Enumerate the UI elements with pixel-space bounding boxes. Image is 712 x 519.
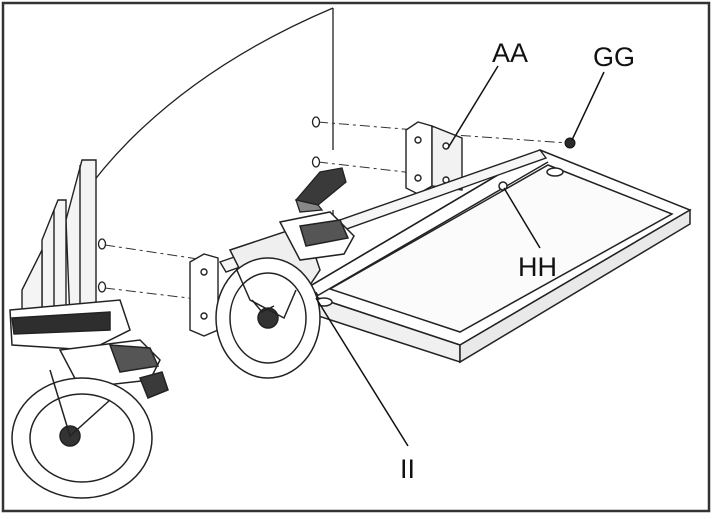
lower-bracket xyxy=(189,253,219,337)
bolt-gg xyxy=(564,137,576,149)
latch-pedal xyxy=(294,167,347,213)
caster-wheel-right xyxy=(215,211,355,379)
label-gg: GG xyxy=(593,42,636,72)
label-ii: II xyxy=(400,454,416,484)
tray xyxy=(298,149,692,364)
mounting-holes xyxy=(97,116,321,293)
caster-wheel-left xyxy=(9,299,169,499)
alignment-lines xyxy=(104,121,569,301)
leader-lines xyxy=(315,65,605,447)
label-aa: AA xyxy=(492,38,529,68)
upper-bracket xyxy=(405,121,463,195)
label-hh: HH xyxy=(518,252,557,282)
